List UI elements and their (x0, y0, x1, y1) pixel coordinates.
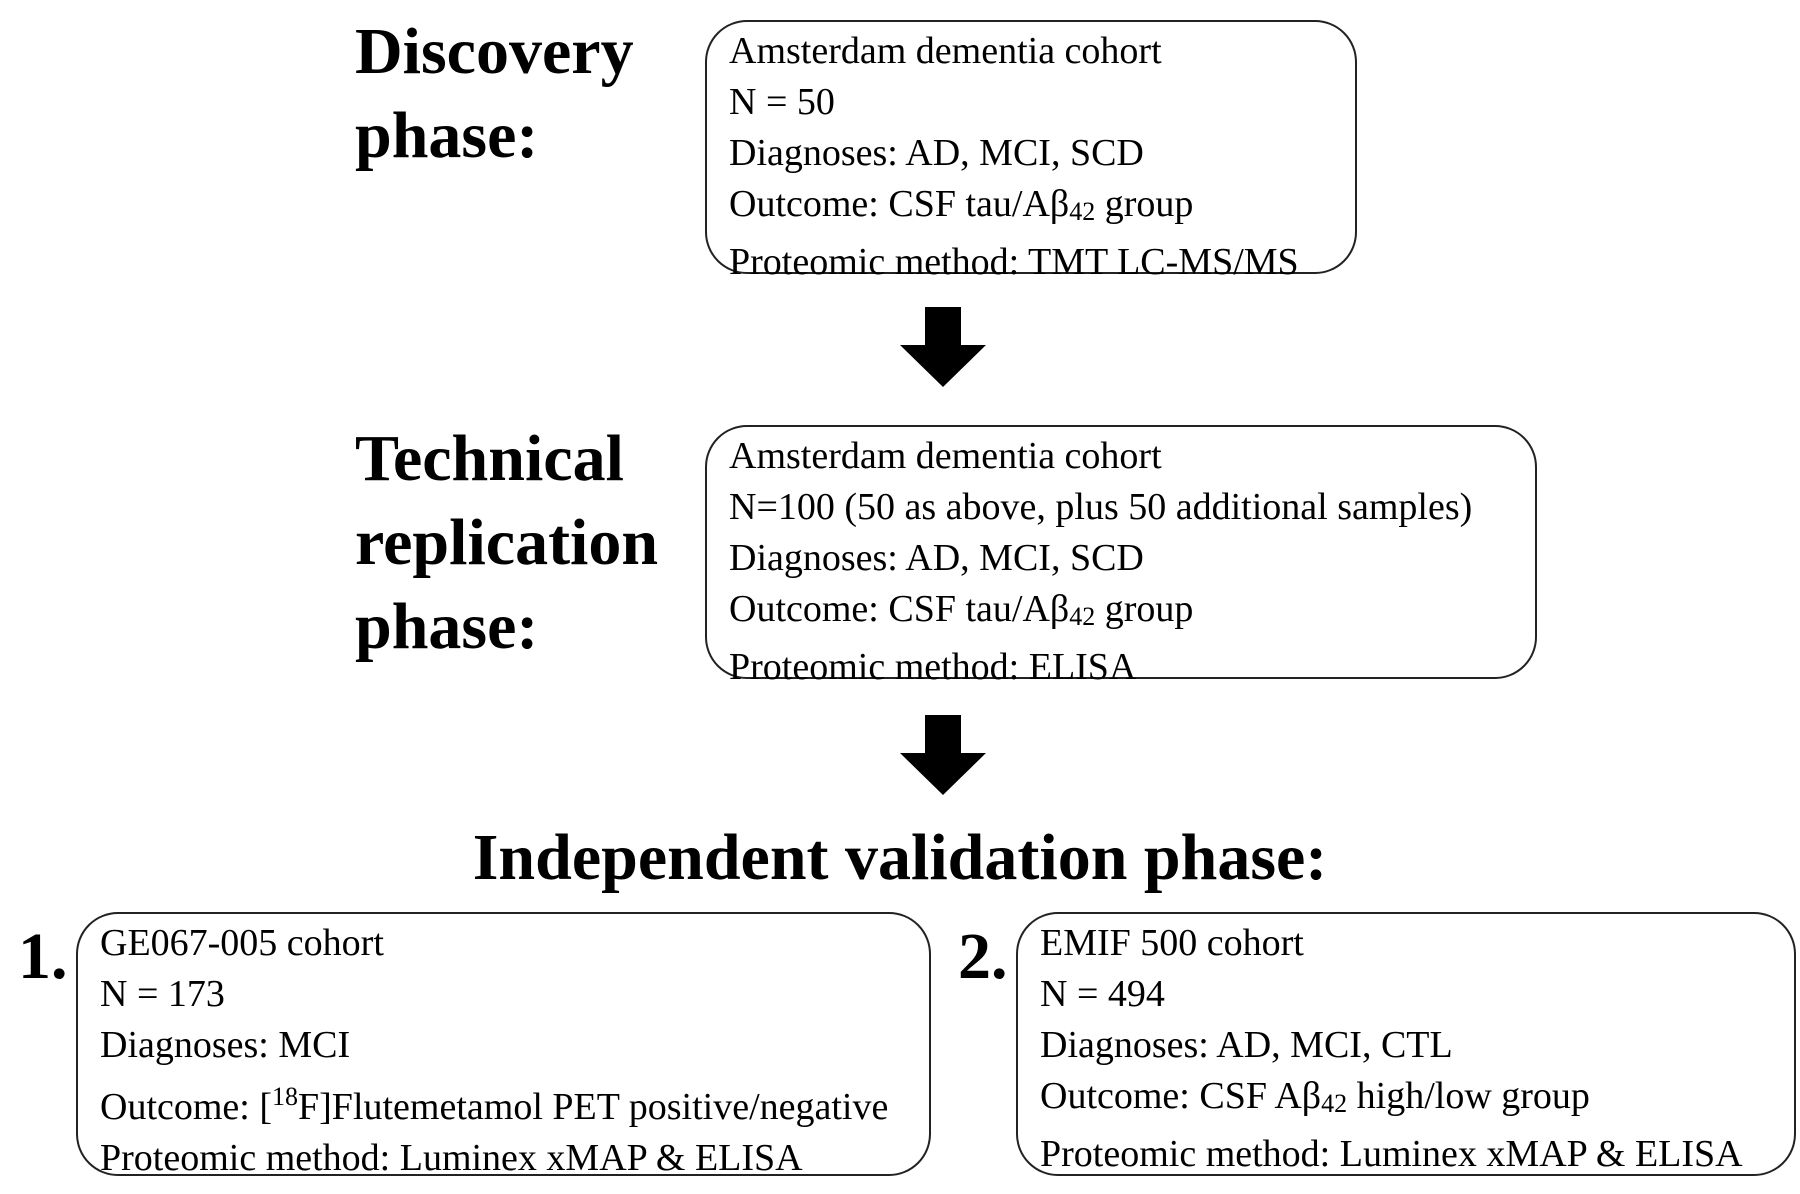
box-line: Outcome: [18F]Flutemetamol PET positive/… (100, 1071, 929, 1133)
box-line: Diagnoses: AD, MCI, SCD (729, 537, 1144, 579)
box-line: N=100 (50 as above, plus 50 additional s… (729, 486, 1473, 528)
box-line: Diagnoses: AD, MCI, CTL (1040, 1024, 1453, 1066)
box-line: Proteomic method: ELISA (729, 646, 1137, 688)
technical-title-line1: Technical (355, 422, 624, 495)
technical-phase-title: Technical replication phase: (355, 417, 658, 669)
discovery-phase-title: Discovery phase: (355, 10, 634, 178)
line-text: Outcome: CSF Aβ (1040, 1075, 1322, 1117)
box-line: GE067-005 cohort (100, 922, 384, 964)
technical-title-line2: replication (355, 506, 659, 579)
subscript: 42 (1069, 197, 1096, 226)
line-text: group (1095, 588, 1194, 630)
box-line: Proteomic method: Luminex xMAP & ELISA (1040, 1133, 1743, 1175)
line-text: Outcome: CSF tau/Aβ (729, 183, 1070, 225)
box-line: N = 494 (1040, 973, 1165, 1015)
line-text: group (1095, 183, 1194, 225)
cohort2-number: 2. (958, 920, 1008, 993)
box-line: Outcome: CSF tau/Aβ42 group (729, 179, 1355, 237)
discovery-title-line1: Discovery (355, 15, 634, 88)
down-arrow-icon (900, 715, 986, 795)
line-text: Outcome: [ (100, 1086, 273, 1128)
down-arrow-icon (900, 307, 986, 387)
line-text: Outcome: CSF tau/Aβ (729, 588, 1070, 630)
box-line: N = 50 (729, 81, 835, 123)
box-line: Proteomic method: TMT LC-MS/MS (729, 241, 1299, 283)
technical-title-line3: phase: (355, 590, 539, 663)
box-line: Diagnoses: MCI (100, 1024, 351, 1066)
box-line: Amsterdam dementia cohort (729, 30, 1162, 72)
cohort1-number: 1. (18, 920, 68, 993)
subscript: 42 (1321, 1089, 1348, 1118)
box-line: Outcome: CSF Aβ42 high/low group (1040, 1071, 1794, 1129)
box-line: N = 173 (100, 973, 225, 1015)
discovery-title-line2: phase: (355, 99, 539, 172)
box-line: Outcome: CSF tau/Aβ42 group (729, 584, 1535, 642)
discovery-phase-box: Amsterdam dementia cohort N = 50 Diagnoses… (705, 20, 1357, 283)
box-line: Proteomic method: Luminex xMAP & ELISA (100, 1137, 803, 1179)
superscript: 18 (272, 1082, 299, 1111)
subscript: 42 (1069, 602, 1096, 631)
line-text: F]Flutemetamol PET positive/negative (298, 1086, 889, 1128)
box-line: Amsterdam dementia cohort (729, 435, 1162, 477)
box-line: EMIF 500 cohort (1040, 922, 1304, 964)
box-line: Diagnoses: AD, MCI, SCD (729, 132, 1144, 174)
line-text: high/low group (1347, 1075, 1590, 1117)
independent-phase-title: Independent validation phase: (472, 821, 1328, 894)
